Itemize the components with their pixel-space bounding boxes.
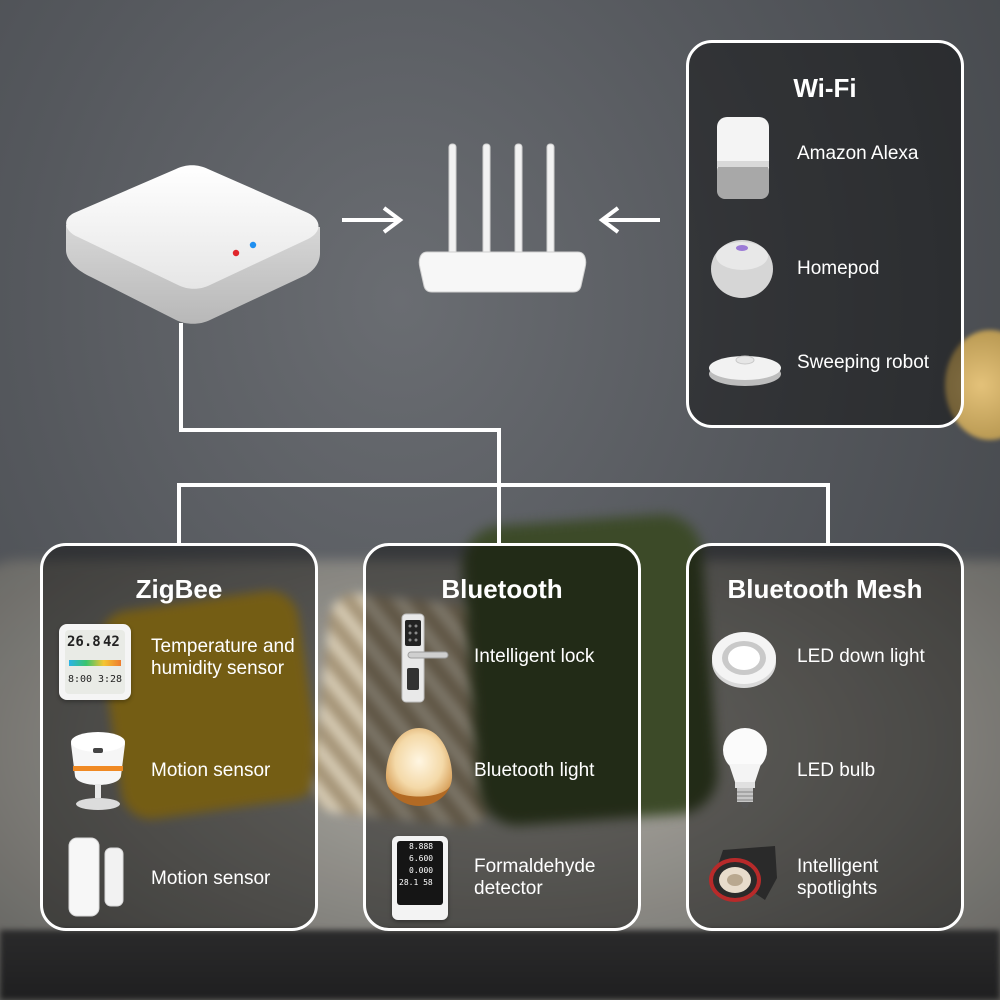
mesh-item-downlight: LED down light: [689, 612, 961, 702]
zigbee-item-door: Motion sensor: [43, 834, 315, 924]
bluetooth-item-light: Bluetooth light: [366, 726, 638, 816]
zigbee-title: ZigBee: [135, 574, 223, 604]
hub-down-connector: [179, 323, 501, 485]
mesh-item-spotlight: Intelligent spotlights: [689, 832, 961, 922]
bluetooth-item-label: Bluetooth light: [474, 760, 595, 781]
wifi-panel: Wi-Fi Amazon Alexa Homepod Sweeping robo…: [686, 40, 964, 428]
bluetooth-item-label-line2: detector: [474, 878, 543, 899]
sensor-date: 3:28: [98, 674, 123, 685]
bluetooth-mesh-panel: Bluetooth Mesh LED down light LED bulb: [686, 543, 964, 931]
sensor-temp: 26.8: [67, 634, 101, 650]
wifi-item-alexa: Amazon Alexa: [689, 113, 961, 203]
smart-lock-icon: [401, 613, 449, 703]
arrow-left-icon: [598, 206, 660, 234]
bluetooth-panel: Bluetooth Intelligent lock Bluetooth lig…: [363, 543, 641, 931]
sensor-time: 8:00: [68, 674, 93, 685]
monitor-co2: 8.888: [409, 842, 434, 851]
wifi-title: Wi-Fi: [793, 73, 857, 103]
zigbee-panel: ZigBee 26.8 42 8:00 3:28 Temperature and…: [40, 543, 318, 931]
zigbee-item-thermo: 26.8 42 8:00 3:28 Temperature and humidi…: [43, 618, 315, 708]
motion-sensor-icon: [71, 732, 125, 810]
gateway-hub: [66, 165, 320, 325]
robot-vacuum-icon: [709, 355, 781, 386]
mesh-item-label: LED bulb: [797, 760, 876, 781]
monitor-rh: 58: [423, 878, 433, 887]
zigbee-item-motion: Motion sensor: [43, 726, 315, 816]
mesh-item-label: LED down light: [797, 646, 925, 667]
wifi-item-label: Amazon Alexa: [797, 143, 919, 164]
bluetooth-mesh-title: Bluetooth Mesh: [727, 574, 923, 604]
monitor-temp: 28.1: [399, 878, 419, 887]
door-sensor-icon: [68, 837, 124, 917]
bluetooth-item-lock: Intelligent lock: [366, 612, 638, 703]
mesh-item-label-line2: spotlights: [797, 878, 878, 899]
monitor-hcho: 6.600: [409, 854, 434, 863]
smart-speaker-icon: [717, 117, 769, 199]
branch-connector: [177, 483, 830, 545]
zigbee-item-label-line1: Temperature and: [151, 636, 295, 657]
wifi-item-label: Sweeping robot: [797, 352, 930, 373]
mesh-item-bulb: LED bulb: [689, 726, 961, 816]
bluetooth-item-label: Intelligent lock: [474, 646, 595, 667]
arrow-right-icon: [342, 206, 404, 234]
wifi-item-robot: Sweeping robot: [689, 328, 961, 418]
wifi-router: [415, 140, 590, 295]
zigbee-item-label: Motion sensor: [151, 868, 271, 889]
bluetooth-item-label-line1: Formaldehyde: [474, 856, 596, 877]
egg-lamp-icon: [385, 728, 453, 806]
spotlight-icon: [709, 846, 777, 902]
led-bulb-icon: [723, 728, 767, 808]
zigbee-item-label: Motion sensor: [151, 760, 271, 781]
wifi-item-homepod: Homepod: [689, 228, 961, 318]
homepod-icon: [711, 240, 773, 298]
hub-led-red: [232, 249, 240, 257]
hub-led-blue: [249, 241, 257, 249]
air-monitor-icon: 8.888 6.600 0.000 28.1 58: [392, 836, 448, 920]
monitor-tvoc: 0.000: [409, 866, 434, 875]
wifi-item-label: Homepod: [797, 258, 880, 279]
bluetooth-title: Bluetooth: [441, 574, 563, 604]
zigbee-item-label-line2: humidity sensor: [151, 658, 285, 679]
downlight-icon: [712, 632, 776, 688]
thermo-hygrometer-icon: 26.8 42 8:00 3:28: [59, 624, 131, 700]
mesh-item-label-line1: Intelligent: [797, 856, 879, 877]
bluetooth-item-detector: 8.888 6.600 0.000 28.1 58 Formaldehyde d…: [366, 832, 638, 922]
sensor-humidity: 42: [103, 634, 120, 650]
floor: [0, 930, 1000, 1000]
